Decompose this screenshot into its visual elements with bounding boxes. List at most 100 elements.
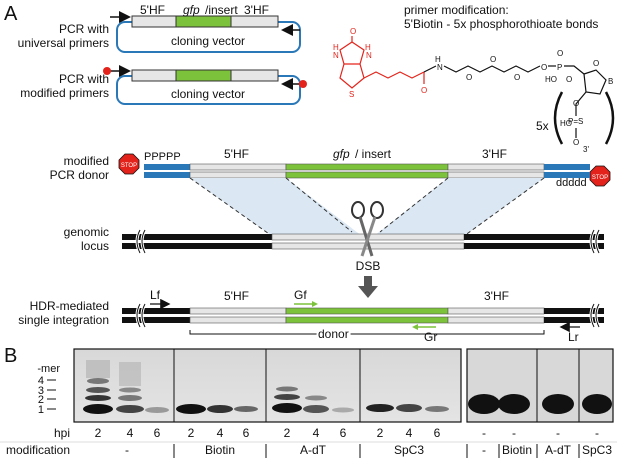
hdr-hf3: 3'HF	[484, 289, 509, 303]
donor-label-line1: modified	[64, 154, 109, 168]
lr-label: Lr	[568, 330, 579, 344]
svg-text:O: O	[593, 59, 599, 68]
stop-text-right: STOP	[592, 175, 608, 181]
donor-hf5: 5'HF	[224, 147, 249, 161]
modification-label: modification	[6, 443, 70, 457]
svg-text:Biotin: Biotin	[502, 443, 532, 457]
svg-text:HO: HO	[545, 75, 557, 84]
dsb-label: DSB	[356, 259, 381, 273]
donor-insert-rest: / insert	[355, 147, 392, 161]
mer-tick-lines	[47, 379, 56, 410]
locus-label-line1: genomic	[64, 225, 109, 239]
svg-text:2: 2	[188, 426, 195, 440]
primer-mod-desc: 5'Biotin - 5x phosphorothioate bonds	[404, 17, 598, 31]
locus-label-line2: locus	[81, 239, 109, 253]
svg-text:3': 3'	[583, 145, 589, 154]
chem-labels: O H N H N S O H N O O O O P O HO O O B O…	[333, 27, 613, 154]
gf-label: Gf	[294, 288, 307, 302]
cloning-vector-2: cloning vector	[171, 87, 245, 101]
svg-text:2: 2	[95, 426, 102, 440]
svg-text:O: O	[490, 55, 496, 64]
stop-text-left: STOP	[121, 163, 137, 169]
svg-text:SpC3: SpC3	[394, 443, 424, 457]
ppppp-label: PPPPP	[144, 151, 181, 163]
svg-text:N: N	[437, 63, 443, 72]
modification-values: - Biotin A-dT SpC3 - Biotin A-dT SpC3	[125, 443, 612, 457]
lf-label: Lf	[150, 288, 161, 302]
homology-highlight	[189, 177, 545, 237]
svg-text:H: H	[333, 43, 339, 52]
pcr-universal-line2: universal primers	[18, 36, 109, 50]
cloning-vector-1: cloning vector	[171, 34, 245, 48]
plasmid-hf5: 5'HF	[140, 3, 165, 17]
svg-text:N: N	[333, 51, 339, 60]
svg-text:4: 4	[127, 426, 134, 440]
primer-mod-title: primer modification:	[404, 3, 509, 17]
svg-text:4: 4	[406, 426, 413, 440]
svg-text:B: B	[608, 77, 613, 86]
donor-hf3: 3'HF	[482, 147, 507, 161]
repeat-parentheses	[553, 91, 615, 145]
hdr-label-line2: single integration	[18, 313, 109, 327]
modification-dividers	[0, 441, 617, 458]
biotin-dot-left	[103, 67, 111, 75]
svg-text:6: 6	[340, 426, 347, 440]
svg-text:O: O	[514, 73, 520, 82]
plasmid-insert-rest: /insert	[205, 3, 238, 17]
down-arrow-icon	[358, 276, 378, 298]
svg-text:O: O	[557, 49, 563, 58]
svg-text:-: -	[482, 426, 486, 440]
pcr-modified-line2: modified primers	[20, 86, 109, 100]
mer-tick-2: 2	[38, 394, 44, 406]
svg-text:6: 6	[154, 426, 161, 440]
svg-text:S: S	[349, 90, 354, 99]
svg-text:P=S: P=S	[568, 117, 583, 126]
gel-left	[73, 348, 462, 423]
svg-text:-: -	[512, 426, 516, 440]
panel-a-letter: A	[4, 3, 18, 25]
plasmid-insert-italic: gfp	[183, 3, 200, 17]
pcr-modified-line1: PCR with	[59, 72, 109, 86]
svg-text:O: O	[466, 73, 472, 82]
hdr-label-line1: HDR-mediated	[30, 299, 109, 313]
plasmid-modified	[103, 65, 307, 105]
svg-text:O: O	[421, 86, 427, 95]
hdr-dna	[122, 298, 604, 335]
svg-text:O: O	[573, 138, 579, 147]
svg-text:-: -	[482, 443, 486, 457]
svg-text:N: N	[366, 51, 372, 60]
plasmid-universal	[110, 11, 301, 53]
svg-text:O: O	[541, 63, 547, 72]
biotin-structure	[339, 36, 607, 138]
svg-text:O: O	[573, 99, 579, 108]
mer-tick-1: 1	[38, 404, 44, 416]
svg-text:O: O	[350, 27, 356, 36]
svg-text:6: 6	[243, 426, 250, 440]
hdr-hf5: 5'HF	[224, 289, 249, 303]
mer-tick-4: 4	[38, 375, 44, 387]
svg-text:-: -	[595, 426, 599, 440]
svg-text:P: P	[557, 63, 562, 72]
mer-label: -mer	[37, 363, 60, 375]
svg-text:A-dT: A-dT	[300, 443, 327, 457]
biotin-dot-right	[299, 80, 307, 88]
ddddd-label: ddddd	[556, 177, 587, 189]
svg-text:H: H	[435, 55, 441, 64]
svg-text:2: 2	[377, 426, 384, 440]
svg-text:-: -	[125, 443, 129, 457]
donor-dna	[144, 163, 590, 179]
five-x-label: 5x	[536, 119, 549, 133]
svg-text:4: 4	[217, 426, 224, 440]
svg-text:2: 2	[284, 426, 291, 440]
scissors-icon	[351, 201, 384, 257]
svg-text:6: 6	[434, 426, 441, 440]
svg-text:HO: HO	[560, 119, 572, 128]
svg-text:4: 4	[313, 426, 320, 440]
donor-bracket-label: donor	[318, 327, 349, 341]
stop-sign-left	[118, 153, 140, 175]
pcr-universal-line1: PCR with	[59, 22, 109, 36]
hpi-label: hpi	[54, 426, 70, 440]
donor-label-line2: PCR donor	[50, 168, 109, 182]
svg-text:H: H	[365, 43, 371, 52]
